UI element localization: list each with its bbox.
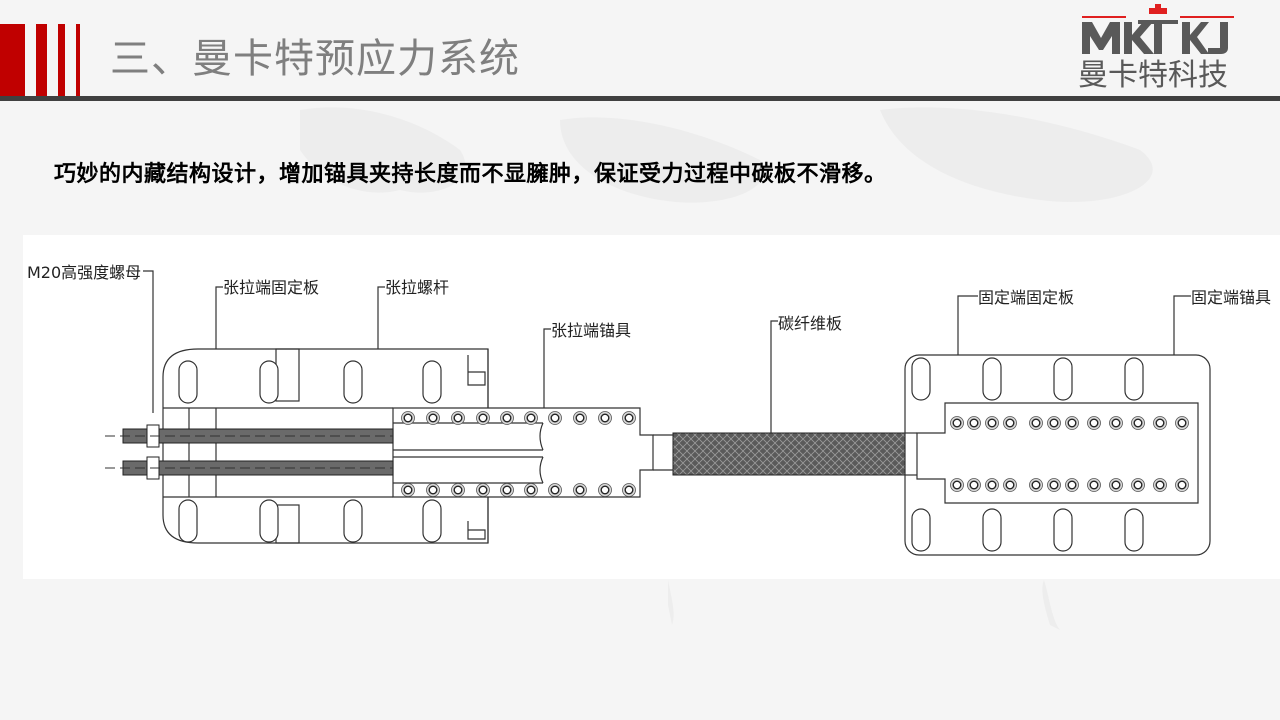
label-tension-plate: 张拉端固定板: [223, 278, 320, 297]
description-text: 巧妙的内藏结构设计，增加锚具夹持长度而不显臃肿，保证受力过程中碳板不滑移。: [54, 162, 887, 187]
company-name: 曼卡特科技: [1078, 58, 1228, 93]
prestress-system-diagram: M20高强度螺母 张拉端固定板 张拉螺杆 张拉端锚具 碳纤维板 固定端固定板 固…: [23, 235, 1280, 579]
slide-header: 三、曼卡特预应力系统 曼卡特科技: [0, 0, 1280, 105]
label-fixed-plate: 固定端固定板: [978, 288, 1075, 307]
accent-bar-2: [36, 24, 47, 97]
label-carbon-fiber-plate: 碳纤维板: [778, 314, 843, 333]
label-tension-anchor: 张拉端锚具: [551, 321, 632, 340]
accent-bar-1: [0, 24, 25, 97]
label-tension-screw: 张拉螺杆: [385, 278, 450, 297]
label-m20-nut: M20高强度螺母: [27, 263, 142, 282]
header-rule: [0, 96, 1280, 101]
company-logo-icon: [1082, 4, 1234, 54]
page-title: 三、曼卡特预应力系统: [110, 36, 520, 82]
label-fixed-anchor: 固定端锚具: [1191, 288, 1272, 307]
accent-bar-4: [76, 24, 80, 97]
accent-bar-3: [58, 24, 65, 97]
engineering-drawing: [105, 270, 1211, 556]
